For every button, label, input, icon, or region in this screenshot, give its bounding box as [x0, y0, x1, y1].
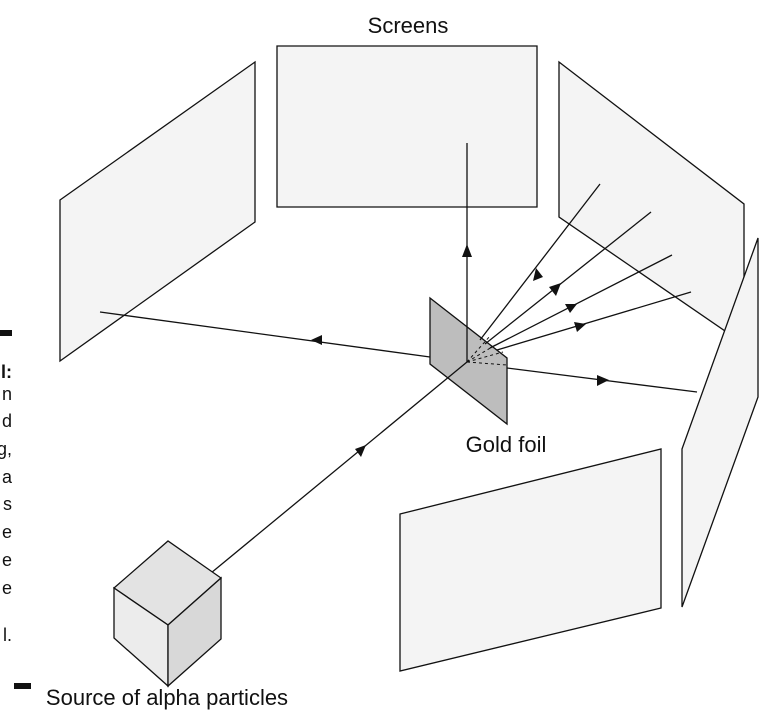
caption-line-1: l: — [1, 362, 12, 382]
caption-letters: n d g, a s e e e l. — [0, 384, 13, 645]
caption-line-7: e — [2, 522, 12, 542]
caption-line-6: s — [3, 494, 12, 514]
caption-line-9: e — [2, 578, 12, 598]
screen-top — [276, 45, 538, 208]
caption-line-3: d — [2, 411, 12, 431]
source-cube — [112, 540, 223, 688]
beam-incoming — [210, 361, 468, 574]
cube-right-face — [167, 576, 222, 688]
screen-bottom — [399, 448, 662, 672]
caption-line-5: a — [2, 467, 13, 487]
ray-deflected-3 — [489, 254, 673, 349]
ray-deflected-2 — [484, 211, 652, 345]
beam-undeflected-left — [99, 311, 431, 358]
label-screens: Screens — [368, 13, 449, 38]
caption-line-10: l. — [3, 625, 12, 645]
caption-bottom-marker — [14, 683, 31, 689]
label-source: Source of alpha particles — [46, 685, 288, 710]
arrowhead-undeflected-left — [311, 335, 322, 345]
caption-line-8: e — [2, 550, 12, 570]
label-gold-foil: Gold foil — [466, 432, 547, 457]
screen-right — [681, 237, 759, 608]
arrowhead-up — [462, 244, 472, 257]
caption-line-2: n — [2, 384, 12, 404]
screen-upper-right — [558, 60, 745, 346]
caption-top-marker — [0, 330, 12, 336]
arrowhead-undeflected-right — [597, 375, 609, 386]
screen-left — [59, 60, 256, 363]
caption-fragment: l: — [1, 362, 12, 382]
caption-line-4: g, — [0, 439, 12, 459]
arrowhead-3 — [565, 304, 577, 313]
arrowhead-1 — [533, 268, 543, 281]
arrowhead-2 — [549, 283, 561, 296]
ray-deflected-1 — [479, 183, 601, 341]
ray-deflected-4 — [496, 291, 692, 351]
arrowhead-4 — [574, 322, 586, 332]
arrowhead-incoming — [355, 445, 366, 457]
